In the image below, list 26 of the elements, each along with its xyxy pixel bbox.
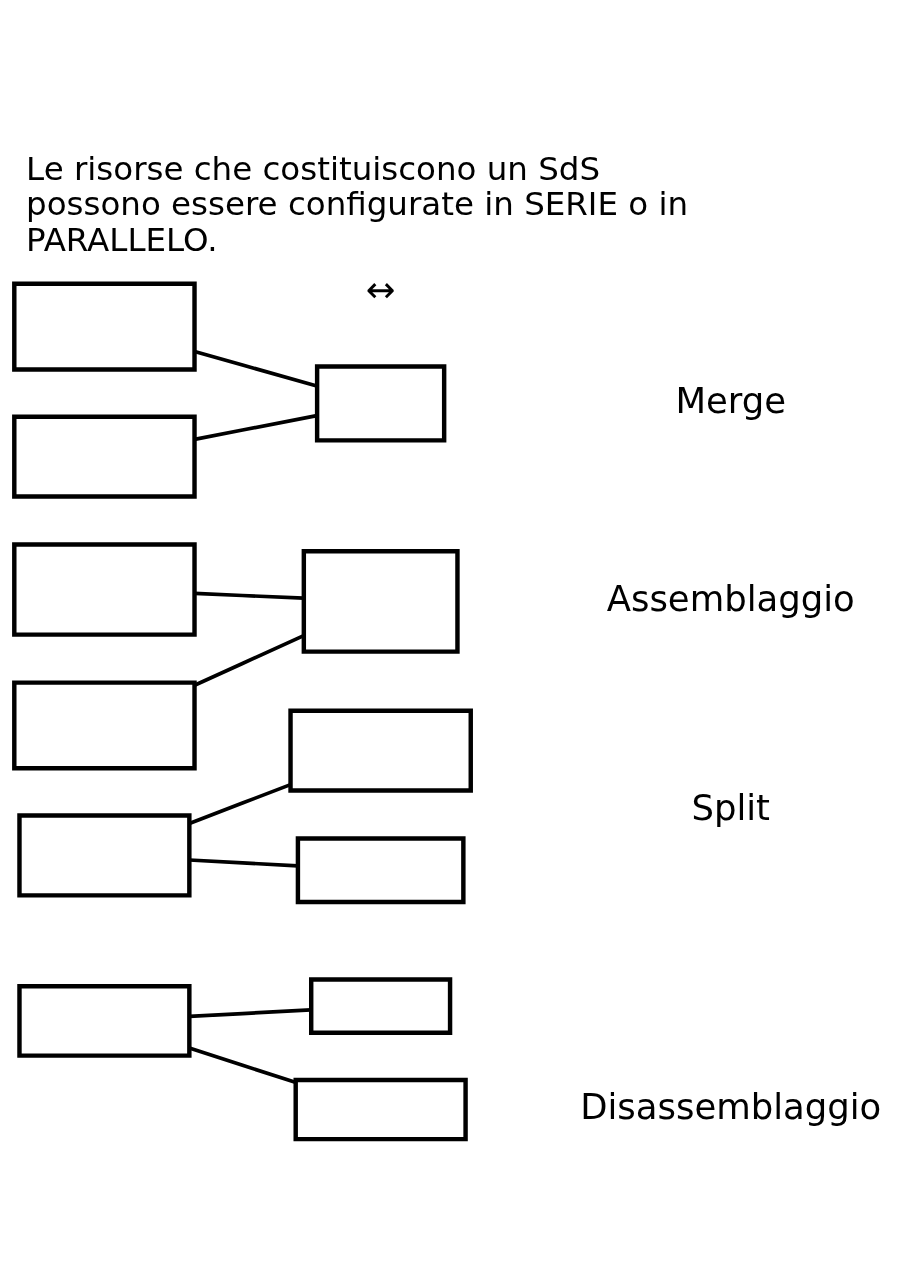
connector (189, 1007, 311, 1018)
diagram-title: Le risorse che costituiscono un SdS possono essere configurate in SERIE o in PARALLELO. (26, 149, 689, 259)
connector (194, 349, 318, 388)
node-box (17, 983, 192, 1058)
node-box (12, 679, 197, 771)
connector (188, 782, 292, 825)
node-box (293, 1077, 468, 1141)
node-box (12, 281, 197, 372)
node-box (309, 976, 453, 1035)
node-box (288, 708, 473, 793)
node-box (12, 414, 197, 499)
node-box (295, 835, 466, 904)
node-box (314, 363, 447, 443)
node-box (301, 548, 460, 654)
node-box (17, 812, 192, 898)
connector (194, 591, 304, 600)
label: Disassemblaggio (580, 1085, 882, 1127)
connector (189, 857, 298, 868)
label: Assemblaggio (606, 577, 855, 619)
label: Merge (675, 379, 787, 421)
connector (194, 413, 318, 441)
connector (193, 633, 305, 687)
connector (188, 1045, 296, 1084)
label: Split (691, 786, 771, 828)
node-box (12, 541, 197, 637)
label: ↔ (365, 268, 396, 310)
